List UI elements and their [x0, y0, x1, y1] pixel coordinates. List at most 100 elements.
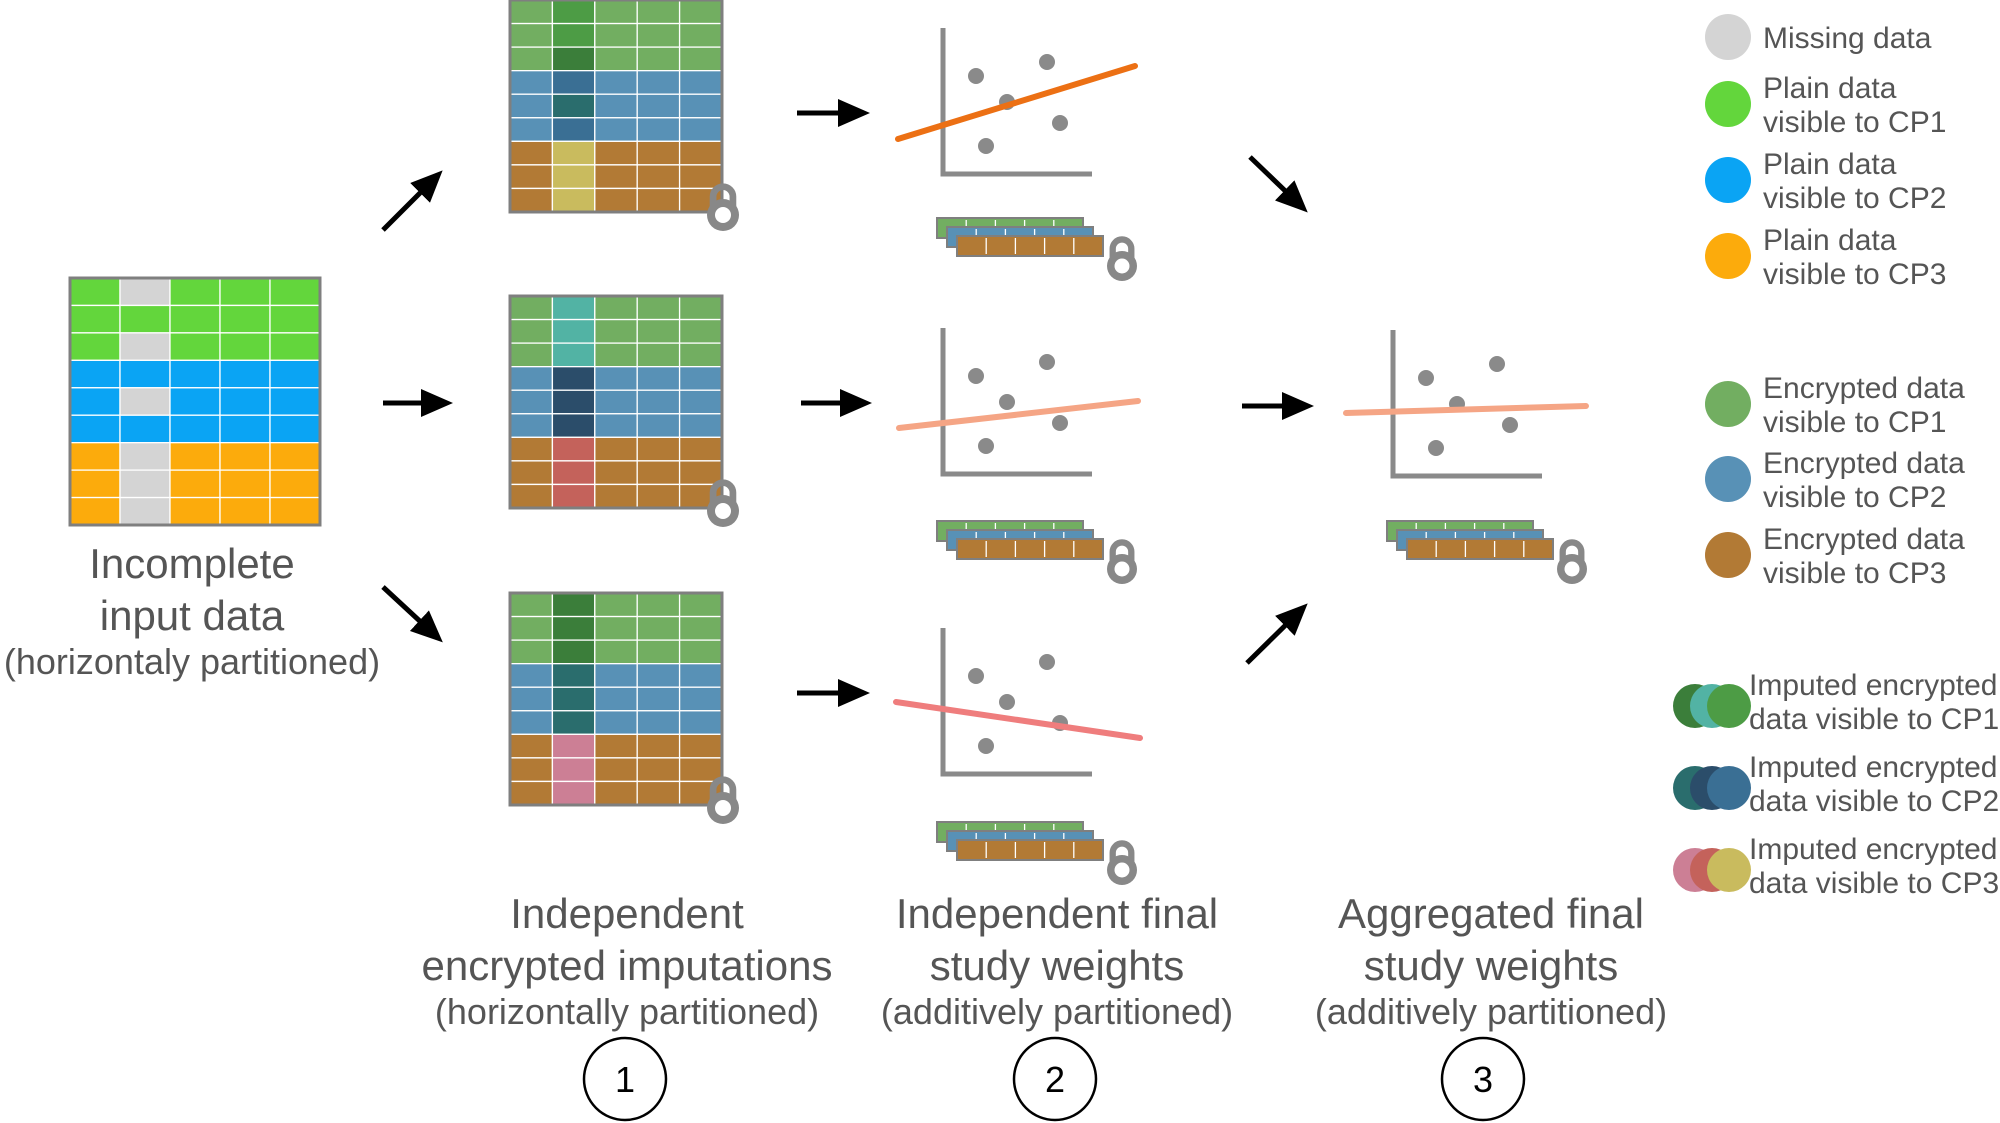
svg-text:(additively partitioned): (additively partitioned) [881, 991, 1233, 1032]
legend-label: Plain data [1763, 148, 1897, 181]
plain-cp2-dot-icon [1705, 157, 1751, 203]
legend-label: Encrypted data [1763, 523, 1965, 556]
legend-label: Encrypted data [1763, 447, 1965, 480]
svg-text:Independent: Independent [510, 890, 744, 937]
data-point [978, 738, 994, 754]
data-point [1428, 440, 1444, 456]
imputation-grid-2 [508, 294, 724, 510]
legend-label: Missing data [1763, 22, 1932, 55]
data-point [1039, 654, 1055, 670]
legend-label: visible to CP3 [1763, 557, 1946, 590]
step-2-badge: 2 [1012, 1036, 1098, 1122]
svg-text:(horizontally partitioned): (horizontally partitioned) [435, 991, 819, 1032]
data-point [968, 68, 984, 84]
imputation-grid-3 [508, 591, 724, 807]
svg-text:Incomplete: Incomplete [89, 540, 294, 587]
legend-label: data visible to CP3 [1749, 867, 1999, 900]
legend-label: data visible to CP2 [1749, 785, 1999, 818]
data-point [1418, 370, 1434, 386]
data-point [999, 694, 1015, 710]
weights-stack-2 [936, 520, 1137, 584]
input-data-grid [68, 276, 322, 527]
lock-icon [707, 776, 739, 824]
arrow [1248, 155, 1308, 213]
input-data-caption: Incomplete input data(horizontaly partiti… [4, 540, 380, 682]
lock-icon [707, 183, 739, 231]
lock-icon [1107, 840, 1137, 885]
lock-icon [1107, 539, 1137, 584]
legend-label: Imputed encrypted [1749, 751, 1997, 784]
missing-dot-icon [1705, 14, 1751, 60]
legend-label: visible to CP3 [1763, 258, 1946, 291]
plot-study-2 [896, 328, 1141, 477]
lock-icon [1557, 539, 1587, 584]
legend-item: Missing data [1705, 14, 1932, 60]
enc-cp2-dot-icon [1705, 456, 1751, 502]
svg-text:input data: input data [100, 592, 285, 639]
arrow [1245, 603, 1308, 665]
data-point [978, 438, 994, 454]
svg-text:Aggregated final: Aggregated final [1338, 890, 1644, 937]
svg-text:3: 3 [1473, 1059, 1493, 1100]
data-point [1052, 115, 1068, 131]
regression-line [1343, 403, 1589, 416]
data-point [999, 394, 1015, 410]
plot-aggregated [1343, 330, 1589, 479]
regression-line [893, 699, 1143, 741]
lock-icon [707, 479, 739, 527]
legend-label: Plain data [1763, 72, 1897, 105]
legend-label: visible to CP2 [1763, 182, 1946, 215]
weights-stack-3 [936, 821, 1137, 885]
enc-cp1-dot-icon [1705, 381, 1751, 427]
legend-label: Plain data [1763, 224, 1897, 257]
data-point [968, 368, 984, 384]
data-point [1502, 417, 1518, 433]
regression-line [895, 63, 1138, 142]
data-point [1039, 54, 1055, 70]
regression-line [896, 398, 1141, 431]
plot-study-3 [893, 628, 1143, 777]
weights-stack-1 [936, 217, 1137, 281]
step-1-caption: Independent encrypted imputations(horizon… [422, 890, 833, 1032]
legend-label: visible to CP1 [1763, 106, 1946, 139]
svg-text:1: 1 [615, 1059, 635, 1100]
data-point [1489, 356, 1505, 372]
plain-cp1-dot-icon [1705, 81, 1751, 127]
svg-text:(horizontaly partitioned): (horizontaly partitioned) [4, 641, 380, 682]
arrow [381, 585, 443, 643]
weights-stack-aggregated [1386, 520, 1587, 584]
imp-cp2-dots-icon [1673, 766, 1751, 810]
arrow [381, 170, 443, 232]
svg-text:2: 2 [1045, 1059, 1065, 1100]
imputation-grid-1 [508, 0, 724, 214]
legend-label: visible to CP2 [1763, 481, 1946, 514]
legend-label: visible to CP1 [1763, 406, 1946, 439]
svg-text:(additively partitioned): (additively partitioned) [1315, 991, 1667, 1032]
imp-cp1-dots-icon [1673, 684, 1751, 728]
lock-icon [1107, 236, 1137, 281]
plot-study-1 [895, 28, 1138, 177]
enc-cp3-dot-icon [1705, 532, 1751, 578]
step-3-badge: 3 [1440, 1036, 1526, 1122]
svg-text:Independent final: Independent final [896, 890, 1218, 937]
data-point [1052, 415, 1068, 431]
data-point [968, 668, 984, 684]
data-point [978, 138, 994, 154]
step-1-badge: 1 [582, 1036, 668, 1122]
data-point [1039, 354, 1055, 370]
imp-cp3-dots-icon [1673, 848, 1751, 892]
legend-label: Encrypted data [1763, 372, 1965, 405]
svg-text:encrypted imputations: encrypted imputations [422, 942, 833, 989]
plain-cp3-dot-icon [1705, 233, 1751, 279]
legend-label: Imputed encrypted [1749, 833, 1997, 866]
svg-text:study weights: study weights [1364, 942, 1618, 989]
